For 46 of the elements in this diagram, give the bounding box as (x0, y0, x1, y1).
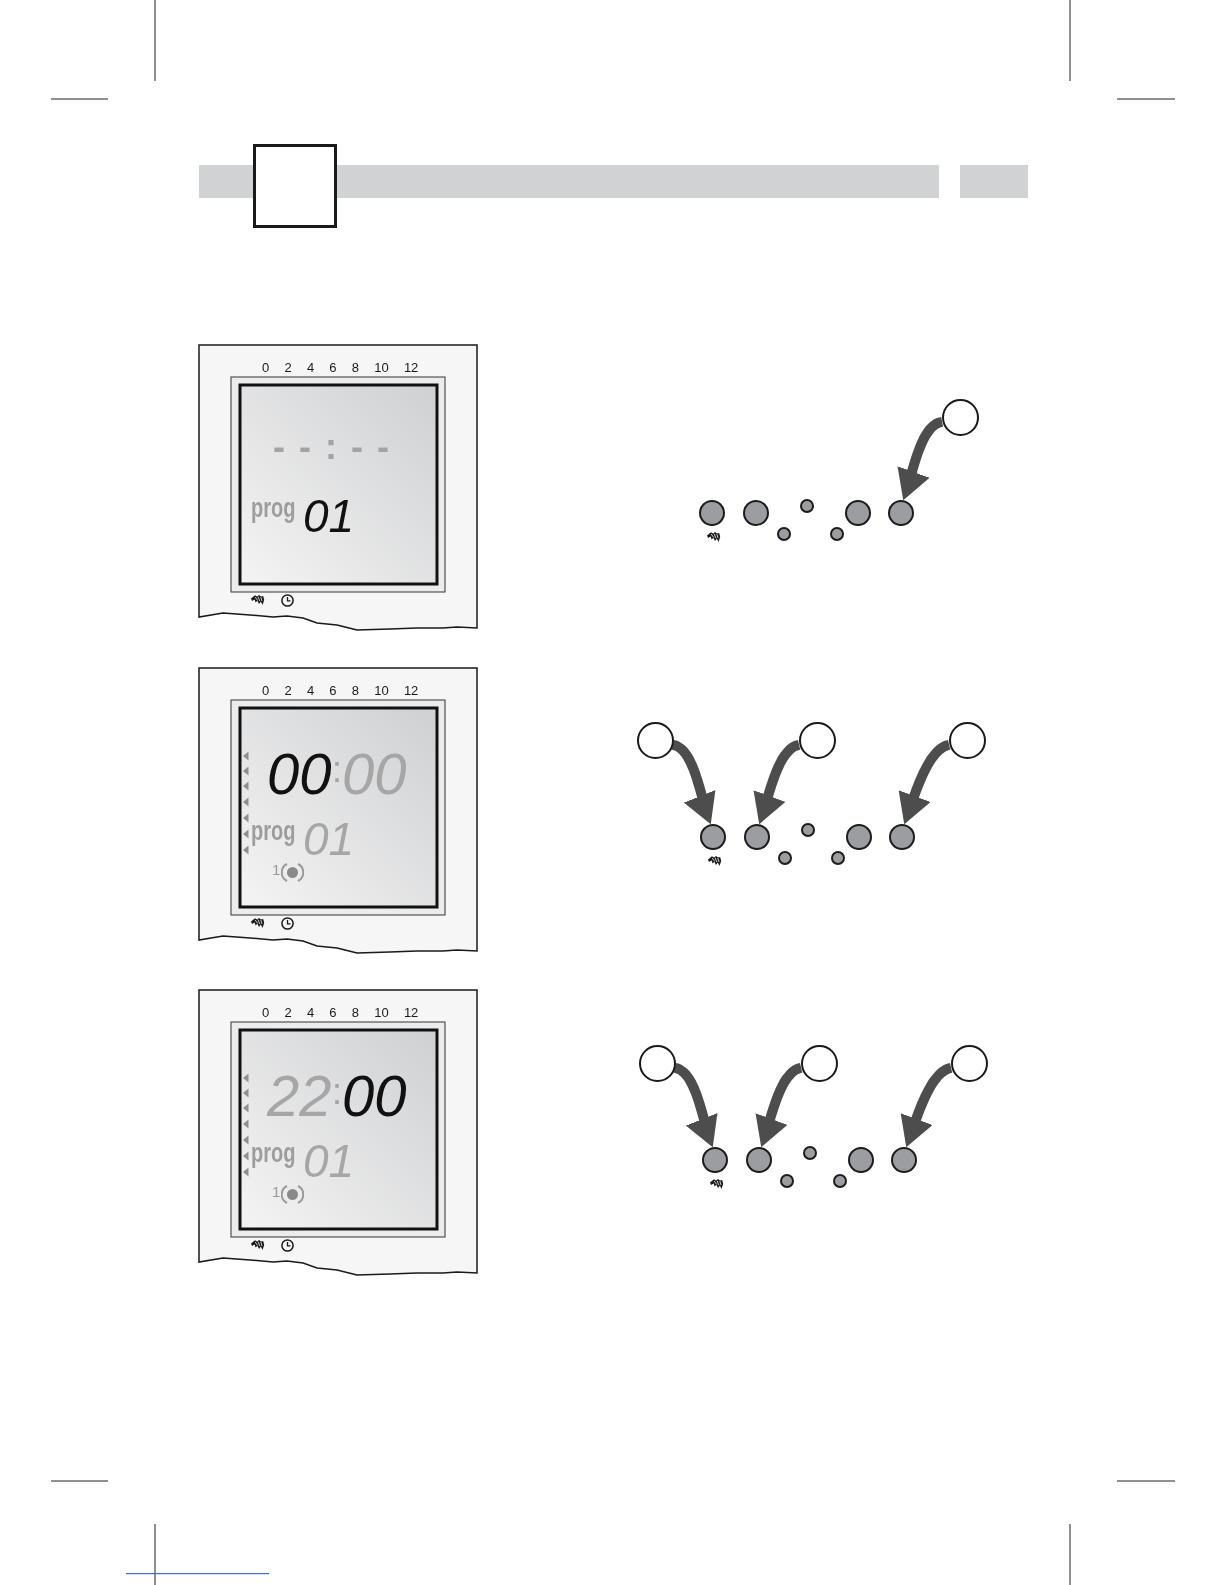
callout-circle (638, 1044, 676, 1082)
device-button (743, 500, 769, 526)
device-button (702, 1147, 728, 1173)
small-button (831, 851, 845, 865)
small-button (778, 851, 792, 865)
lcd-digits: --:-- (273, 429, 403, 465)
small-button (800, 499, 814, 513)
hour-scale: 0 2 4 6 8 10 12 (262, 361, 419, 374)
small-button (833, 1174, 847, 1188)
device-button (700, 824, 726, 850)
program-indicator: prog (251, 493, 296, 521)
lcd-digits: 00 (342, 744, 407, 803)
channel-number: 1 (272, 862, 281, 877)
lcd-digits: 01 (303, 815, 355, 862)
lcd-digits: 22 (267, 1066, 332, 1125)
device-button (846, 824, 872, 850)
small-button (780, 1174, 794, 1188)
callout-circle (941, 398, 979, 436)
callout-circle (948, 721, 986, 759)
callout-circle (800, 1044, 838, 1082)
device-button (889, 824, 915, 850)
small-button (830, 527, 844, 541)
channel-number: 1 (272, 1184, 281, 1199)
device-button (699, 500, 725, 526)
device-button (845, 500, 871, 526)
small-button (801, 823, 815, 837)
device-button (848, 1147, 874, 1173)
lcd-separator: : (332, 1074, 342, 1110)
callout-circle (950, 1044, 988, 1082)
lcd-digits: 01 (303, 1137, 355, 1184)
hour-scale: 0 2 4 6 8 10 12 (262, 1006, 419, 1019)
small-button (803, 1146, 817, 1160)
program-indicator: prog (251, 1138, 296, 1166)
device-button (888, 500, 914, 526)
lcd-digits: 00 (342, 1066, 407, 1125)
device-button (746, 1147, 772, 1173)
hour-scale: 0 2 4 6 8 10 12 (262, 684, 419, 697)
lcd-digits: 01 (303, 492, 355, 539)
device-button (891, 1147, 917, 1173)
small-button (777, 527, 791, 541)
lcd-digits: 00 (267, 744, 332, 803)
callout-circle (636, 721, 674, 759)
callout-circle (798, 721, 836, 759)
lcd-separator: : (332, 752, 342, 788)
program-indicator: prog (251, 816, 296, 844)
device-button (744, 824, 770, 850)
